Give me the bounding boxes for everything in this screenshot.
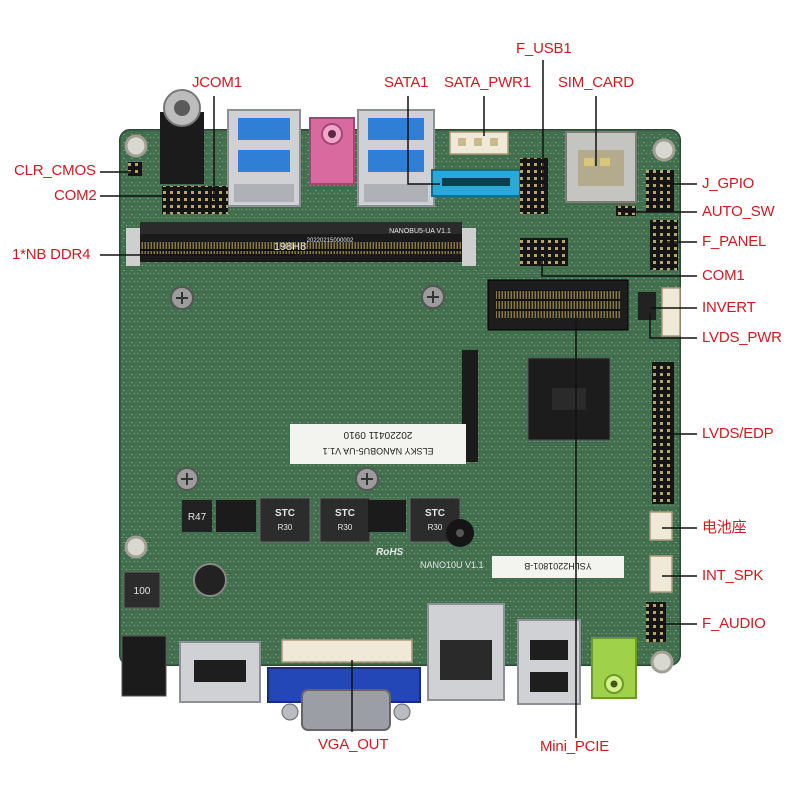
resistor-r47: R47 (188, 512, 207, 523)
rohs-text: RoHS (376, 547, 404, 558)
stc-sub-1: R30 (278, 523, 293, 532)
label-f-audio: F_AUDIO (702, 615, 766, 632)
board-model-text: ELSKY NANOBU5-UA V1.1 (323, 446, 434, 456)
screws (170, 285, 445, 491)
lvds-header (652, 362, 674, 504)
ethernet-port (427, 603, 505, 701)
sodimm-tag-text: 198H8 (274, 241, 306, 253)
label-mini-pcie: Mini_PCIE (540, 738, 610, 755)
vrm-chokes: STC R30 STC R30 STC R30 R47 (182, 497, 461, 543)
label-sim-card: SIM_CARD (558, 74, 634, 91)
mounting-holes (124, 134, 676, 674)
label-com2: COM2 (54, 187, 97, 204)
dc-jack (121, 635, 167, 697)
label-sata-pwr1: SATA_PWR1 (444, 74, 531, 91)
stc-sub-2: R30 (338, 523, 353, 532)
stc-label-2: STC (335, 508, 355, 519)
sim-card-slot (565, 131, 637, 203)
label-j-gpio: J_GPIO (702, 175, 755, 192)
label-com1: COM1 (702, 267, 745, 284)
stc-label-1: STC (275, 508, 295, 519)
hdmi-port (179, 641, 261, 703)
label-sata1: SATA1 (384, 74, 429, 91)
battery-connector (649, 511, 673, 541)
label-nb-ddr4: 1*NB DDR4 (12, 246, 91, 263)
label-f-usb1: F_USB1 (516, 40, 572, 57)
sodimm-code-text: 20220215000002 (307, 238, 354, 244)
buzzer (446, 519, 474, 547)
label-int-spk: INT_SPK (702, 567, 764, 584)
label-auto-sw: AUTO_SW (702, 203, 775, 220)
mini-pcie-slot (487, 279, 629, 331)
serial-text: YSLH2201801-B (524, 561, 592, 571)
stc-sub-3: R30 (428, 523, 443, 532)
board-silkscreen: RoHS NANO10U V1.1 (376, 547, 484, 570)
leader-lines (100, 60, 697, 738)
sodimm-slot: NANOBU5-UA V1.1 20220215000002 198H8 (126, 222, 476, 266)
int-spk-connector (649, 555, 673, 593)
label-f-panel: F_PANEL (702, 233, 767, 250)
audio-jack-green (591, 637, 637, 699)
label-invert: INVERT (702, 299, 756, 316)
usb3-port-left (227, 109, 301, 207)
board-date-text: 20220411 0910 (343, 429, 412, 440)
inductor-and-cap: 100 (123, 563, 227, 609)
audio-jack-pink (309, 117, 355, 185)
vga-port (267, 639, 421, 731)
label-vga-out: VGA_OUT (318, 736, 389, 753)
usb-port-bottom (517, 619, 581, 705)
label-clr-cmos: CLR_CMOS (14, 162, 96, 179)
sodimm-model-text: NANOBU5-UA V1.1 (389, 228, 451, 235)
sata-connector (431, 169, 521, 197)
super-io-chip (527, 357, 611, 441)
label-lvds-edp: LVDS/EDP (702, 425, 774, 442)
usb3-port-right (357, 109, 435, 207)
label-lvds-pwr: LVDS_PWR (702, 329, 782, 346)
sata-power-connector (449, 131, 509, 155)
audio-jack-black (160, 89, 204, 184)
board-label-sticker: 20220411 0910 ELSKY NANOBU5-UA V1.1 (290, 424, 466, 464)
invert-connector (638, 287, 681, 337)
label-battery-socket: 电池座 (702, 519, 747, 536)
label-jcom1: JCOM1 (192, 74, 242, 91)
stc-label-3: STC (425, 508, 445, 519)
inductor-label: 100 (134, 586, 151, 597)
serial-sticker: YSLH2201801-B (492, 556, 624, 578)
board-name-text: NANO10U V1.1 (420, 560, 484, 570)
